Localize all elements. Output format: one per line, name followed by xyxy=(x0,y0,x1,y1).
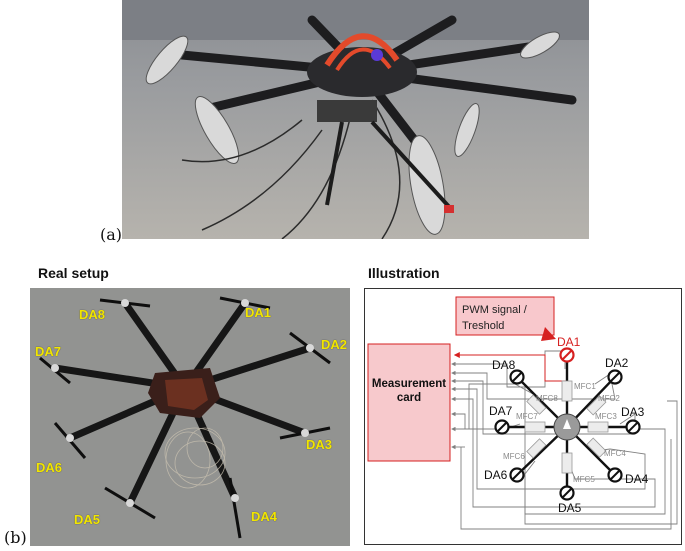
mfc-label-2: MFC2 xyxy=(598,394,620,403)
mfc-label-4: MFC4 xyxy=(604,449,626,458)
illus-label-da6: DA6 xyxy=(484,468,508,482)
photo-label-da5: DA5 xyxy=(74,512,101,527)
illus-label-da5: DA5 xyxy=(558,501,582,515)
illustration-heading: Illustration xyxy=(368,265,440,281)
measurement-card-line-2: card xyxy=(397,392,421,404)
panel-b-label: (b) xyxy=(4,528,27,547)
illus-label-da7: DA7 xyxy=(489,404,513,418)
illus-label-da8: DA8 xyxy=(492,358,516,372)
photo-label-da2: DA2 xyxy=(321,337,348,352)
real-setup-photo xyxy=(30,288,350,546)
mfc-label-8: MFC8 xyxy=(536,394,558,403)
illustration-panel: PWM signal / Treshold Measurement card xyxy=(364,288,682,545)
illus-label-da4: DA4 xyxy=(625,472,649,486)
pwm-line-1: PWM signal / xyxy=(462,304,528,316)
panel-a-label: (a) xyxy=(100,225,123,244)
real-setup-heading: Real setup xyxy=(38,265,109,281)
illustration-diagram: PWM signal / Treshold Measurement card xyxy=(367,296,678,530)
mfc-label-7: MFC7 xyxy=(516,412,538,421)
mfc-label-6: MFC6 xyxy=(503,452,525,461)
photo-label-da3: DA3 xyxy=(306,437,333,452)
pwm-line-2: Treshold xyxy=(462,320,504,332)
mfc-label-5: MFC5 xyxy=(573,475,595,484)
illus-label-da1: DA1 xyxy=(557,335,581,349)
drone-photo-a xyxy=(122,0,589,239)
measurement-card-box xyxy=(367,343,451,462)
illus-label-da3: DA3 xyxy=(621,405,645,419)
photo-label-da6: DA6 xyxy=(36,460,63,475)
photo-label-da4: DA4 xyxy=(251,509,278,524)
photo-label-da7: DA7 xyxy=(35,344,62,359)
illus-label-da2: DA2 xyxy=(605,356,629,370)
photo-label-da8: DA8 xyxy=(79,307,106,322)
pwm-pointer xyxy=(541,327,556,341)
photo-label-da1: DA1 xyxy=(245,305,272,320)
pwm-signal-box xyxy=(455,296,555,336)
mfc-label-3: MFC3 xyxy=(595,412,617,421)
measurement-card-line-1: Measurement xyxy=(372,378,446,390)
mfc-label-1: MFC1 xyxy=(574,382,596,391)
